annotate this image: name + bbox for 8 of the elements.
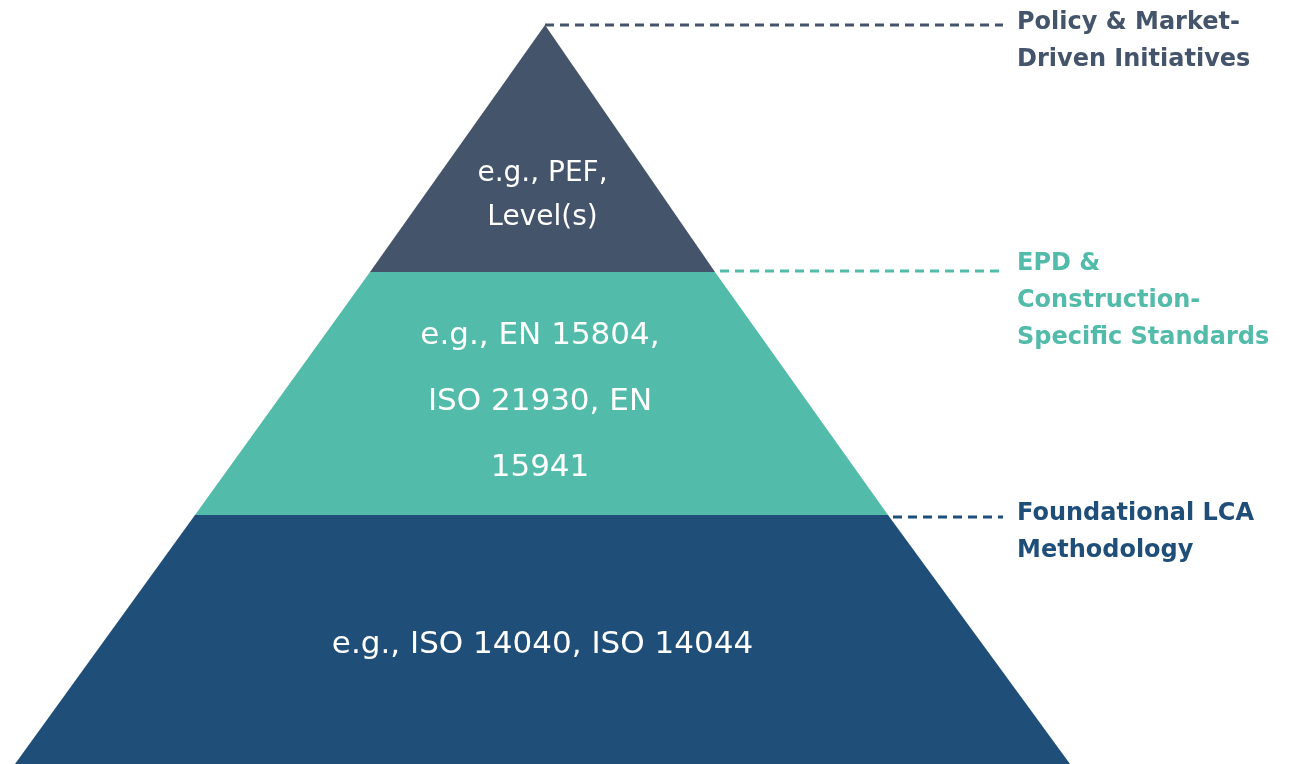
- layer-text: e.g., PEF, Level(s): [476, 154, 609, 234]
- category-label: EPD & Construction-Specific Standards: [1017, 244, 1287, 355]
- layer-text: e.g., EN 15804, ISO 21930, EN 15941: [419, 314, 661, 485]
- leader-line: [545, 23, 1003, 27]
- leader-line: [893, 515, 1003, 519]
- category-label: Policy & Market-Driven Initiatives: [1017, 3, 1277, 77]
- layer-text: e.g., ISO 14040, ISO 14044: [330, 623, 755, 662]
- category-label: Foundational LCA Methodology: [1017, 494, 1277, 568]
